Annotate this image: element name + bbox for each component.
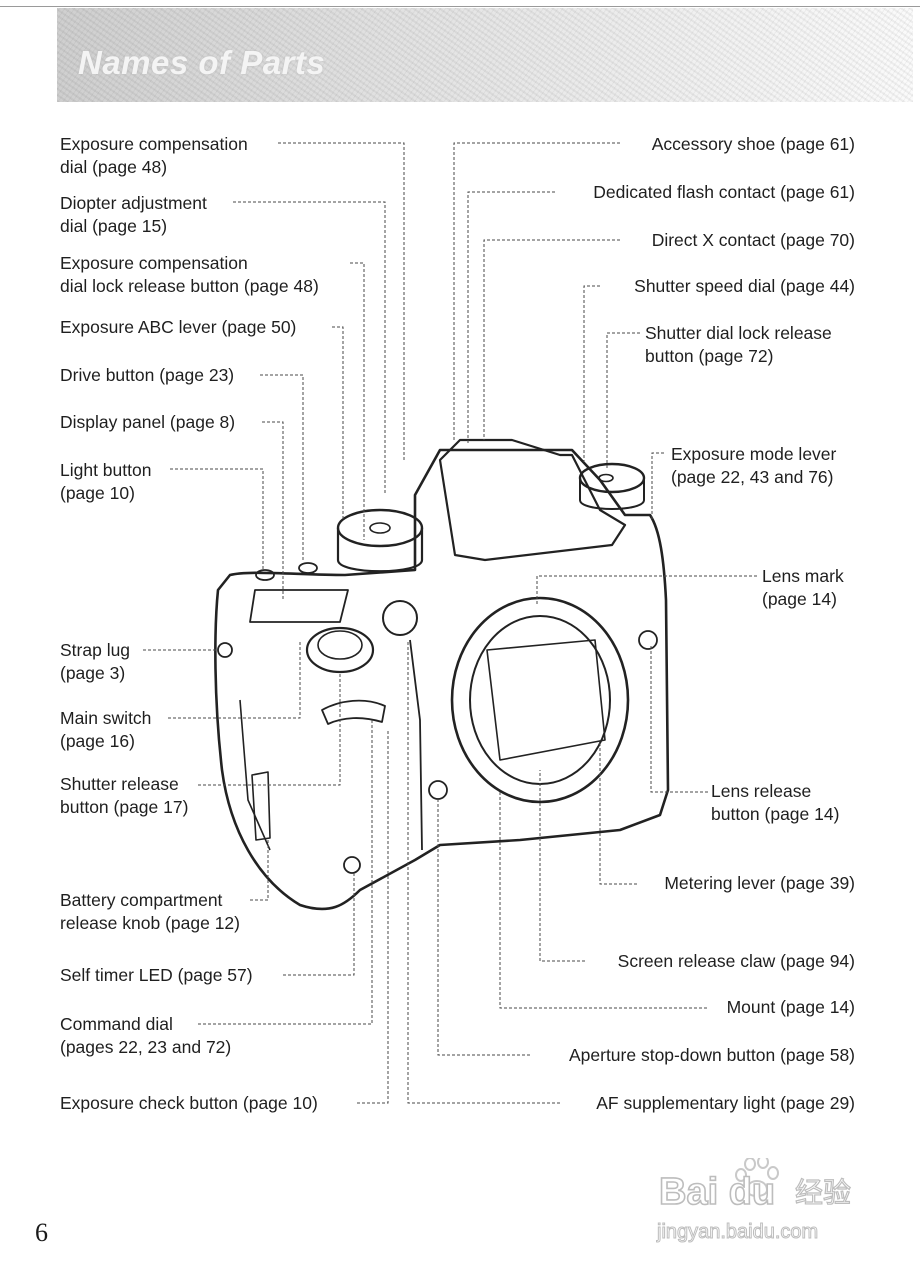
label-shutter-speed-dial: Shutter speed dial (page 44) [634,276,855,296]
right-dial-top [578,462,646,494]
label-lens-release-button: Lens release button (page 14) [711,781,840,824]
label-battery-compartment-knob: Battery compartment release knob (page 1… [60,890,240,933]
label-main-switch: Main switch (page 16) [60,708,152,751]
label-metering-lever: Metering lever (page 39) [664,873,855,893]
label-display-panel: Display panel (page 8) [60,412,236,432]
label-diopter-adjustment-dial: Diopter adjustment dial (page 15) [60,193,207,236]
label-exposure-check-button: Exposure check button (page 10) [60,1093,318,1113]
label-lens-mark: Lens mark (page 14) [762,566,844,609]
baidu-watermark: Bai du 经验 jingyan.baidu.com [656,1158,852,1244]
label-af-supplementary-light: AF supplementary light (page 29) [596,1093,855,1113]
top-rule [0,6,920,7]
left-dial-side [336,528,424,573]
page-number: 6 [35,1218,48,1247]
camera-body-outline [214,448,670,911]
label-dedicated-flash-contact: Dedicated flash contact (page 61) [593,182,855,202]
watermark-chinese: 经验 [795,1176,851,1209]
label-accessory-shoe: Accessory shoe (page 61) [651,134,855,154]
label-drive-button: Drive button (page 23) [60,365,235,385]
section-title: Names of Parts [78,44,326,81]
label-strap-lug: Strap lug (page 3) [60,640,131,683]
label-exposure-compensation-dial: Exposure compensation dial (page 48) [60,134,248,177]
label-command-dial: Command dial (pages 22, 23 and 72) [60,1014,232,1057]
leader-lines [143,142,757,1104]
label-light-button: Light button (page 10) [60,460,152,503]
label-screen-release-claw: Screen release claw (page 94) [617,951,855,971]
left-dial-top [336,508,424,548]
label-exposure-compensation-lock: Exposure compensation dial lock release … [60,253,319,296]
label-mount: Mount (page 14) [726,997,855,1017]
paw-icon [744,1158,756,1171]
label-exposure-mode-lever: Exposure mode lever (page 22, 43 and 76) [671,444,837,487]
watermark-brand: Bai du [659,1171,775,1213]
display-panel-shape [249,589,349,623]
header-band [57,8,913,102]
watermark-url: jingyan.baidu.com [656,1221,818,1243]
label-self-timer-led: Self timer LED (page 57) [60,965,253,985]
mirror [486,639,606,761]
label-aperture-stop-down-button: Aperture stop-down button (page 58) [568,1045,855,1065]
pentaprism [438,438,627,562]
label-exposure-abc-lever: Exposure ABC lever (page 50) [60,317,297,337]
label-shutter-release-button: Shutter release button (page 17) [60,774,189,817]
lens-mount-outer [450,596,630,804]
label-shutter-dial-lock-release: Shutter dial lock release button (page 7… [645,323,832,366]
label-direct-x-contact: Direct X contact (page 70) [651,230,855,250]
